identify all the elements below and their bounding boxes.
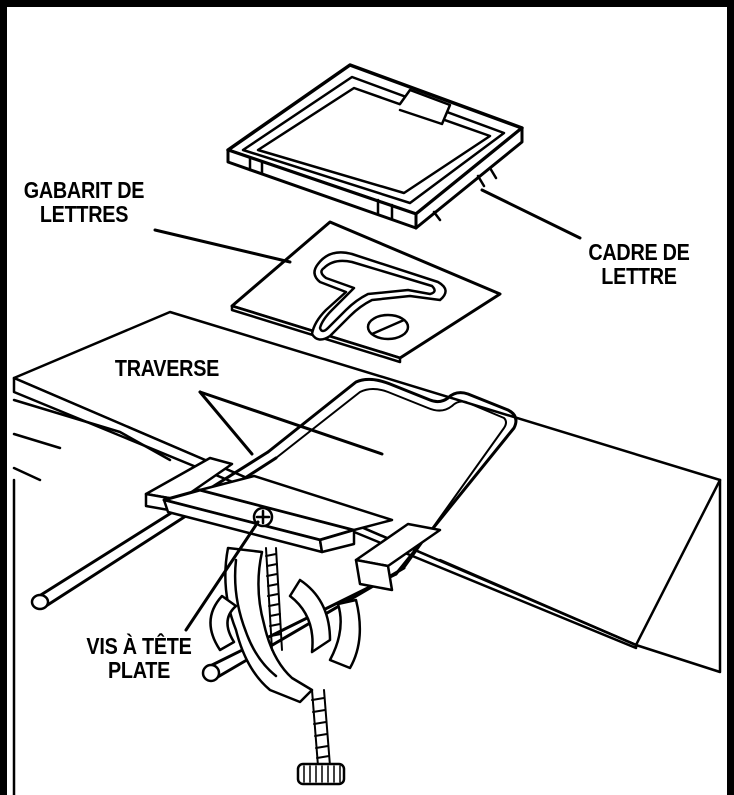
crossbar-label: TRAVERSE <box>103 356 232 380</box>
letter-frame-label-line1: CADRE DE <box>588 239 690 265</box>
leader-lines <box>153 188 582 632</box>
letter-frame-label: CADRE DE LETTRE <box>575 240 704 288</box>
flat-head-screw-label: VIS À TÊTE PLATE <box>76 634 202 682</box>
letter-template-label-line2: LETTRES <box>39 201 129 227</box>
crossbar-label-text: TRAVERSE <box>114 355 220 381</box>
letter-template-label: GABARIT DE LETTRES <box>13 178 154 226</box>
clamp-drawing <box>144 456 442 786</box>
letter-template-drawing <box>230 220 502 364</box>
flat-head-screw-label-line2: PLATE <box>107 657 171 683</box>
letter-frame-drawing <box>226 63 524 230</box>
letter-template-label-line1: GABARIT DE <box>23 177 145 203</box>
flat-head-screw-label-line1: VIS À TÊTE <box>86 633 192 659</box>
letter-frame-label-line2: LETTRE <box>601 263 677 289</box>
